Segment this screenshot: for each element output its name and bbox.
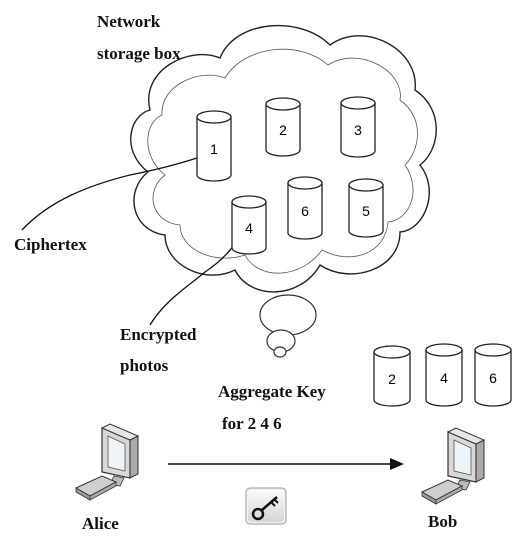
cylinder-number: 2 [388, 371, 396, 387]
cloud-title-line2: storage box [97, 44, 181, 63]
cloud-cylinders: 1 2 3 4 6 5 [196, 96, 384, 255]
cloud-cylinder: 6 [287, 176, 323, 240]
cylinder-number: 5 [362, 203, 370, 219]
encrypted-photos-callout-line [149, 235, 241, 326]
key-icon [245, 487, 287, 525]
cloud-cylinder: 1 [196, 110, 232, 182]
cylinder-number: 2 [279, 122, 287, 138]
network-storage-cloud [130, 24, 437, 293]
encrypted-label-line2: photos [120, 356, 169, 375]
cylinder-number: 3 [354, 122, 362, 138]
arrow-head [390, 458, 404, 470]
cylinder-number: 6 [489, 370, 497, 386]
cloud-bubble-large [259, 294, 317, 336]
cylinder-number: 4 [245, 220, 253, 236]
alice-computer-icon [74, 423, 140, 501]
cloud-inner-outline [147, 48, 418, 274]
aggregate-key-label-line1: Aggregate Key [218, 382, 326, 401]
cloud-cylinder: 2 [265, 97, 301, 157]
ciphertext-label: Ciphertex [14, 235, 87, 254]
cloud-cylinder: 4 [231, 195, 267, 255]
bob-computer-icon [420, 427, 486, 505]
cloud-title-line1: Network [97, 12, 161, 31]
cylinder-number: 1 [210, 141, 218, 157]
bob-cylinder: 2 [373, 345, 411, 407]
bob-cylinders: 2 4 6 [373, 343, 512, 407]
bob-label: Bob [428, 512, 458, 531]
cloud-cylinder: 5 [348, 178, 384, 238]
aggregate-key-label-line2: for 2 4 6 [222, 414, 282, 433]
encrypted-label-line1: Encrypted [120, 325, 197, 344]
cloud-cylinder: 3 [340, 96, 376, 158]
bob-cylinder: 6 [474, 343, 512, 407]
bob-cylinder: 4 [425, 343, 463, 407]
alice-label: Alice [82, 514, 119, 533]
cylinder-number: 4 [440, 370, 448, 386]
cylinder-number: 6 [301, 203, 309, 219]
ciphertext-callout-line [21, 156, 201, 231]
cloud-bubble-small [273, 346, 287, 358]
